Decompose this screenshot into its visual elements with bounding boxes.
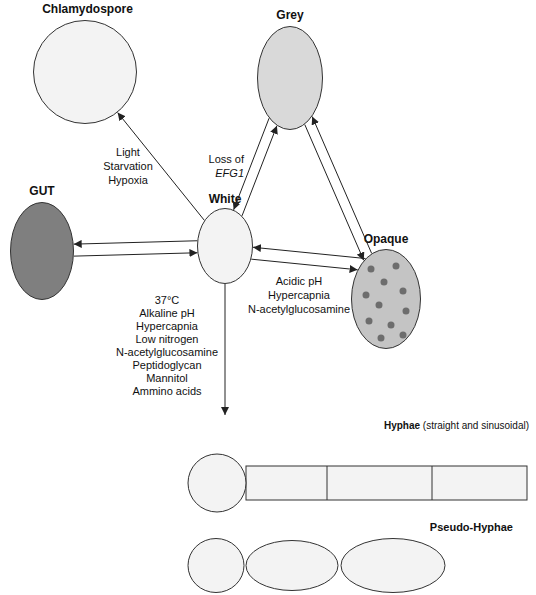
text-line: Loss of bbox=[190, 152, 244, 166]
text-line: EFG1 bbox=[190, 166, 244, 180]
cell-outline bbox=[198, 209, 253, 284]
text-line: Mannitol bbox=[110, 372, 224, 385]
cell-outline bbox=[11, 203, 74, 300]
cell-shape bbox=[187, 453, 529, 513]
text-line: Acidic pH bbox=[244, 274, 354, 288]
cell-granule bbox=[393, 263, 400, 270]
cell-label: White bbox=[190, 192, 260, 206]
pseudohypha-cell bbox=[341, 539, 445, 593]
cell-form: Grey bbox=[250, 8, 330, 132]
cell-form: Pseudo-Hyphae bbox=[185, 518, 531, 594]
cell-granule bbox=[366, 318, 373, 325]
cell-granule bbox=[400, 332, 407, 339]
cell-form: Hyphae (straight and sinusoidal) bbox=[185, 415, 531, 515]
cell-label: Opaque bbox=[345, 232, 427, 246]
cell-drawing bbox=[197, 208, 253, 284]
cell-outline bbox=[352, 250, 421, 349]
text-line: Light bbox=[98, 145, 158, 159]
cell-form: Chlamydospore bbox=[20, 2, 155, 126]
cell-form: Opaque bbox=[345, 232, 427, 352]
cell-drawing bbox=[33, 20, 137, 124]
text-line: Hyphae bbox=[384, 420, 423, 431]
cell-form: GUT bbox=[5, 182, 79, 304]
cell-granule bbox=[400, 288, 407, 295]
transition-arrow bbox=[251, 259, 357, 270]
pseudohypha-cell bbox=[246, 541, 338, 591]
cell-drawing bbox=[187, 453, 529, 513]
text-line: Hypercapnia bbox=[244, 288, 354, 302]
text-line: (straight and sinusoidal) bbox=[423, 420, 529, 431]
text-line: N-acetylglucosamine bbox=[244, 302, 354, 316]
cell-granule bbox=[381, 279, 388, 286]
cell-drawing bbox=[351, 249, 421, 349]
condition-label: Acidic pH Hypercapnia N-acetylglucosamin… bbox=[244, 274, 354, 316]
condition-label: Loss of EFG1 bbox=[190, 152, 244, 180]
transition-arrow bbox=[242, 126, 277, 216]
cell-label: GUT bbox=[5, 184, 79, 198]
cell-drawing bbox=[187, 538, 447, 593]
hypha-filament bbox=[246, 466, 527, 500]
cell-drawing bbox=[257, 26, 323, 130]
text-line: N-acetylglucosamine bbox=[110, 346, 224, 359]
transition-arrow bbox=[74, 241, 198, 244]
septum-line bbox=[432, 466, 433, 500]
text-line: Low nitrogen bbox=[110, 333, 224, 346]
transition-arrow bbox=[74, 253, 198, 256]
cell-granule bbox=[388, 322, 395, 329]
cell-granule bbox=[403, 308, 410, 315]
text-line: Starvation bbox=[98, 159, 158, 173]
cell-granule bbox=[378, 335, 385, 342]
cell-label: Grey bbox=[250, 8, 330, 22]
condition-label: Light Starvation Hypoxia bbox=[98, 145, 158, 187]
text-line: Peptidoglycan bbox=[110, 359, 224, 372]
cell-outline bbox=[258, 27, 323, 130]
text-line: Hypercapnia bbox=[110, 320, 224, 333]
transition-arrow bbox=[305, 125, 364, 261]
cell-form: White bbox=[190, 190, 260, 286]
cell-shape bbox=[351, 249, 421, 349]
transition-arrow bbox=[253, 247, 365, 258]
condition-label: 37°C Alkaline pH Hypercapnia Low nitroge… bbox=[110, 294, 224, 398]
cell-granule bbox=[376, 302, 383, 309]
cell-shape bbox=[33, 20, 137, 124]
text-line: Hypoxia bbox=[98, 173, 158, 187]
cell-shape bbox=[197, 208, 253, 284]
cell-label: Chlamydospore bbox=[20, 2, 155, 16]
cell-granule bbox=[368, 266, 375, 273]
text-line: 37°C bbox=[110, 294, 224, 307]
pseudohypha-cell bbox=[188, 539, 244, 593]
septum-line bbox=[327, 466, 328, 500]
mother-cell bbox=[188, 454, 246, 512]
cell-label: Hyphae (straight and sinusoidal) bbox=[185, 419, 529, 433]
transition-arrow bbox=[225, 284, 226, 415]
cell-drawing bbox=[10, 202, 74, 300]
text-line: Alkaline pH bbox=[110, 307, 224, 320]
cell-outline bbox=[34, 21, 137, 124]
cell-shape bbox=[257, 26, 323, 130]
cell-shape bbox=[10, 202, 74, 300]
cell-granule bbox=[363, 292, 370, 299]
cell-shape bbox=[187, 538, 447, 593]
text-line: Ammino acids bbox=[110, 385, 224, 398]
cell-label: Pseudo-Hyphae bbox=[185, 520, 513, 534]
transition-arrow bbox=[312, 117, 371, 254]
